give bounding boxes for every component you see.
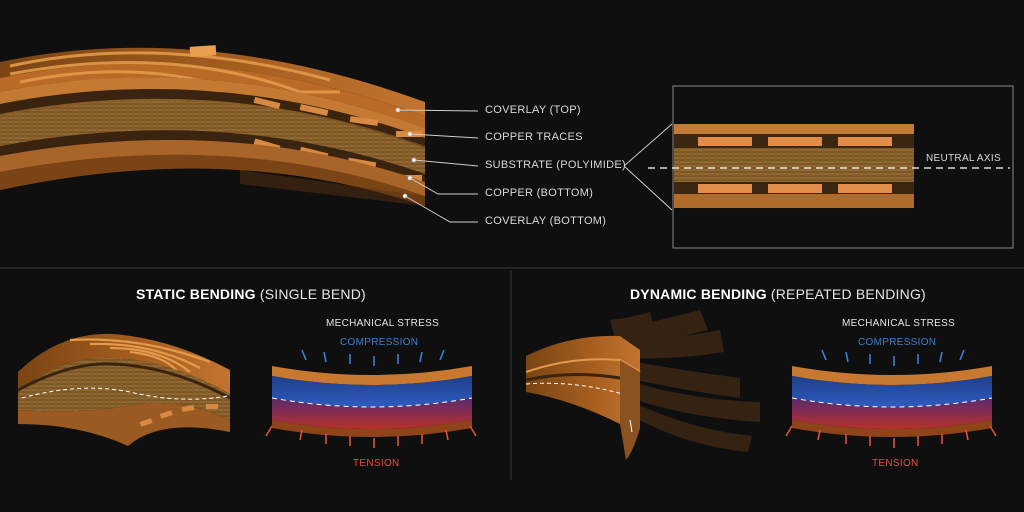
dynamic-stress-band xyxy=(785,349,997,448)
dynamic-title-rest: (REPEATED BENDING) xyxy=(770,286,926,302)
static-stress-title: MECHANICAL STRESS xyxy=(326,318,440,329)
dynamic-stress-title: MECHANICAL STRESS xyxy=(842,318,956,329)
static-stress-band xyxy=(265,349,477,448)
cross-section-detail xyxy=(648,85,1014,249)
static-compression-label: COMPRESSION xyxy=(340,337,419,348)
static-bend-sample xyxy=(17,333,231,446)
dynamic-compression-label: COMPRESSION xyxy=(858,337,937,348)
label-copper-traces: COPPER TRACES xyxy=(485,131,583,143)
leader-lines xyxy=(395,107,673,223)
label-coverlay-top: COVERLAY (TOP) xyxy=(485,104,581,116)
static-title-bold: STATIC BENDING xyxy=(136,286,256,302)
label-substrate: SUBSTRATE (POLYIMIDE) xyxy=(485,159,626,171)
dynamic-tension-label: TENSION xyxy=(872,458,919,469)
static-tension-label: TENSION xyxy=(353,458,400,469)
curved-laminate-illustration xyxy=(0,45,425,206)
label-neutral-axis: NEUTRAL AXIS xyxy=(926,153,1001,164)
static-title-rest: (SINGLE BEND) xyxy=(259,286,366,302)
dynamic-title-bold: DYNAMIC BENDING xyxy=(630,286,767,302)
dynamic-bend-sample xyxy=(525,310,760,460)
static-bending-title: STATIC BENDING (SINGLE BEND) xyxy=(136,286,366,302)
label-copper-bottom: COPPER (BOTTOM) xyxy=(485,187,594,199)
dynamic-bending-title: DYNAMIC BENDING (REPEATED BENDING) xyxy=(630,286,926,302)
label-coverlay-bottom: COVERLAY (BOTTOM) xyxy=(485,215,607,227)
